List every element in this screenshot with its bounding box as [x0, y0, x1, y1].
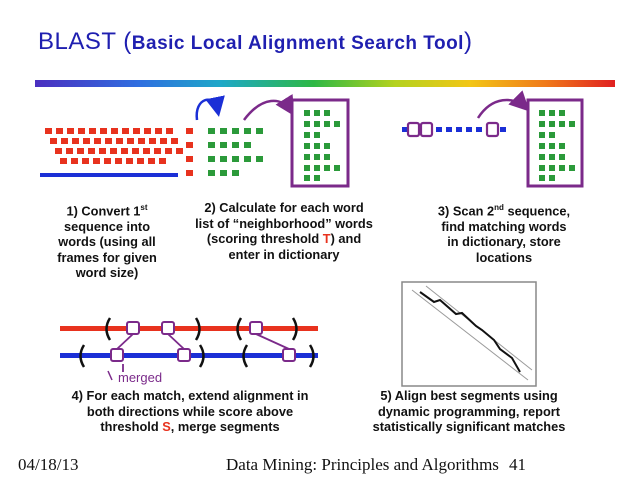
title-paren-close: ) [463, 28, 473, 55]
title-main: BLAST [38, 28, 117, 55]
step2-text: 2) Calculate for each word list of “neig… [195, 200, 373, 262]
step5-text: 5) Align best segments using dynamic pro… [372, 388, 566, 434]
panel5-dot-plot [401, 281, 537, 387]
step4-text: 4) For each match, extend alignment in b… [71, 388, 309, 434]
merged-label: merged [118, 370, 162, 385]
step3-text: 3) Scan 2nd sequence, find matching word… [437, 203, 571, 265]
panel2-neighborhood [186, 93, 350, 188]
panel3-scan [402, 90, 584, 188]
step1-text: 1) Convert 1st sequence into words (usin… [57, 203, 157, 281]
footer-date: 04/18/13 [18, 455, 79, 474]
panel1-word-frames [40, 128, 183, 177]
panel4-extend-merge: merged [60, 317, 318, 385]
slide-title: BLAST (Basic Local Alignment Search Tool… [38, 28, 472, 56]
footer-course: Data Mining: Principles and Algorithms [226, 455, 499, 474]
title-paren-open: ( [123, 28, 132, 55]
title-rainbow-divider [35, 80, 615, 87]
footer-page-number: 41 [509, 455, 526, 474]
title-subtitle: Basic Local Alignment Search Tool [131, 33, 464, 54]
